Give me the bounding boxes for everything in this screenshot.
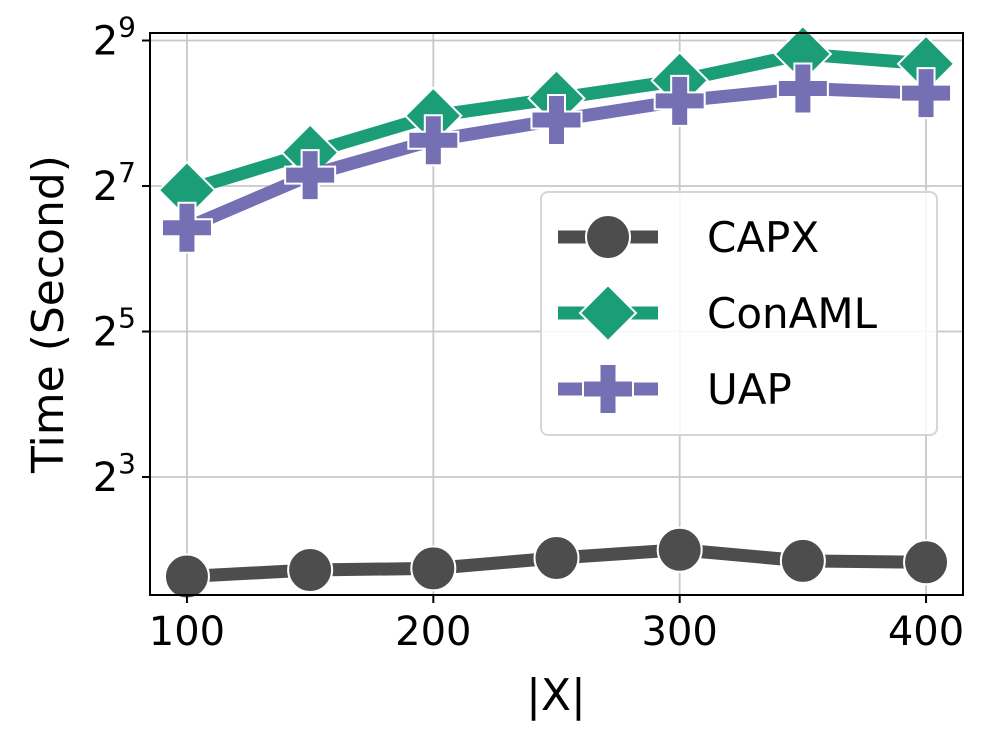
series-capx (163, 526, 950, 600)
legend-entry-conaml: ConAML (558, 283, 878, 343)
uap-point (160, 201, 213, 254)
capx-point (410, 545, 457, 592)
legend-marker (578, 283, 638, 343)
legend-label: ConAML (707, 289, 878, 338)
y-tick-label: 27 (93, 156, 136, 210)
y-tick-label: 25 (93, 302, 136, 356)
y-axis-title: Time (Second) (23, 155, 74, 474)
capx-point (779, 537, 826, 584)
x-tick-label: 200 (395, 609, 471, 655)
legend: CAPX ConAML UAP (540, 191, 938, 436)
y-tick-label: 23 (93, 447, 136, 501)
capx-point (533, 534, 580, 581)
y-tick-label: 29 (93, 11, 136, 65)
uap-point (284, 149, 337, 202)
legend-marker (582, 363, 634, 415)
capx-point (287, 546, 334, 593)
x-tick-label: 400 (888, 609, 964, 655)
ticks-layer: 100 200 300 400 23 25 27 29 (93, 11, 965, 655)
series-layer (157, 24, 956, 600)
plot-frame (149, 32, 964, 596)
legend-entry-uap: UAP (558, 363, 792, 415)
uap-point (407, 114, 460, 167)
legend-label: CAPX (707, 213, 819, 262)
uap-point (900, 67, 953, 120)
legend-label: UAP (707, 365, 792, 414)
capx-point (903, 539, 950, 586)
uap-point (530, 94, 583, 147)
legend-box (540, 191, 938, 436)
x-tick-label: 300 (642, 609, 718, 655)
capx-point (163, 553, 210, 600)
series-uap (160, 62, 953, 254)
capx-point (656, 526, 703, 573)
x-tick-label: 100 (149, 609, 225, 655)
uap-point (776, 62, 829, 115)
x-axis-title: |X| (526, 670, 586, 721)
legend-entry-capx: CAPX (558, 213, 819, 262)
legend-marker (585, 214, 631, 260)
uap-point (653, 74, 706, 127)
